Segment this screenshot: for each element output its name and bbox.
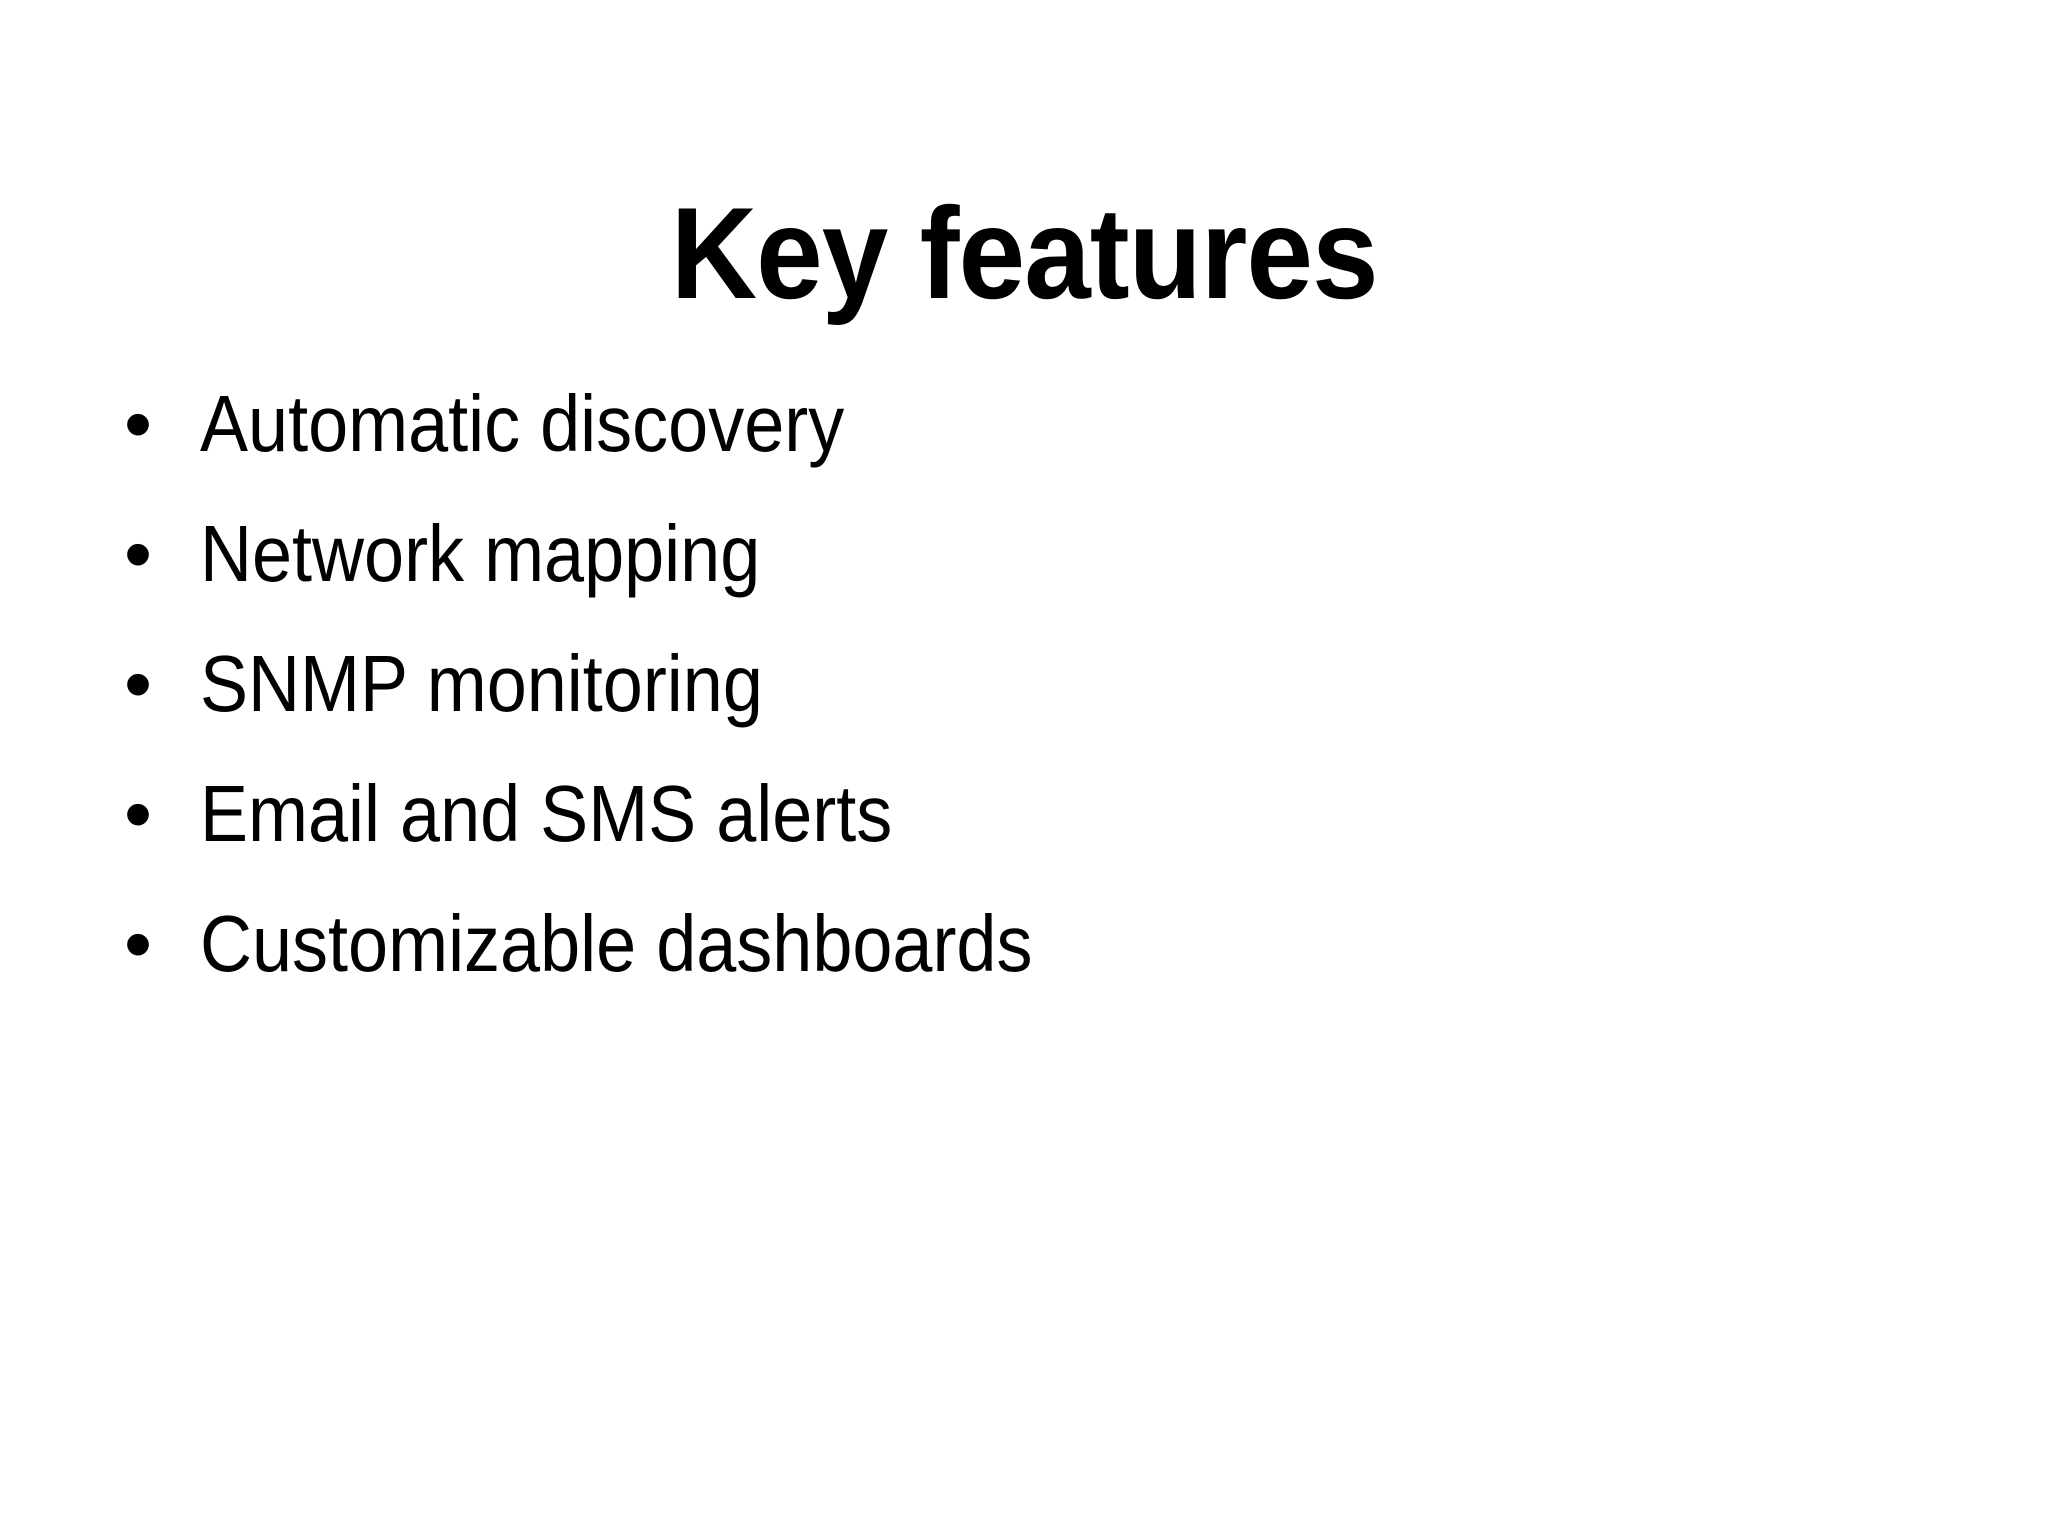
list-item-label: Network mapping: [200, 509, 761, 598]
list-item: • Email and SMS alerts: [118, 762, 1818, 892]
list-item-label: SNMP monitoring: [200, 639, 763, 728]
bullet-point-icon: •: [124, 769, 153, 858]
list-item: • Automatic discovery: [118, 372, 1818, 502]
list-item-label: Automatic discovery: [200, 379, 845, 468]
page-title: Key features: [670, 180, 1379, 327]
list-item: • Network mapping: [118, 502, 1818, 632]
bullet-point-icon: •: [124, 509, 153, 598]
bullet-point-icon: •: [124, 639, 153, 728]
list-item-label: Email and SMS alerts: [200, 769, 893, 858]
bullet-point-icon: •: [124, 379, 153, 468]
list-item-label: Customizable dashboards: [200, 899, 1033, 988]
bullet-point-icon: •: [124, 899, 153, 988]
list-item: • SNMP monitoring: [118, 632, 1818, 762]
list-item: • Customizable dashboards: [118, 892, 1818, 1022]
slide-title-block: Key features: [0, 96, 2048, 411]
key-features-bullet-list: • Automatic discovery • Network mapping …: [118, 372, 1818, 1022]
